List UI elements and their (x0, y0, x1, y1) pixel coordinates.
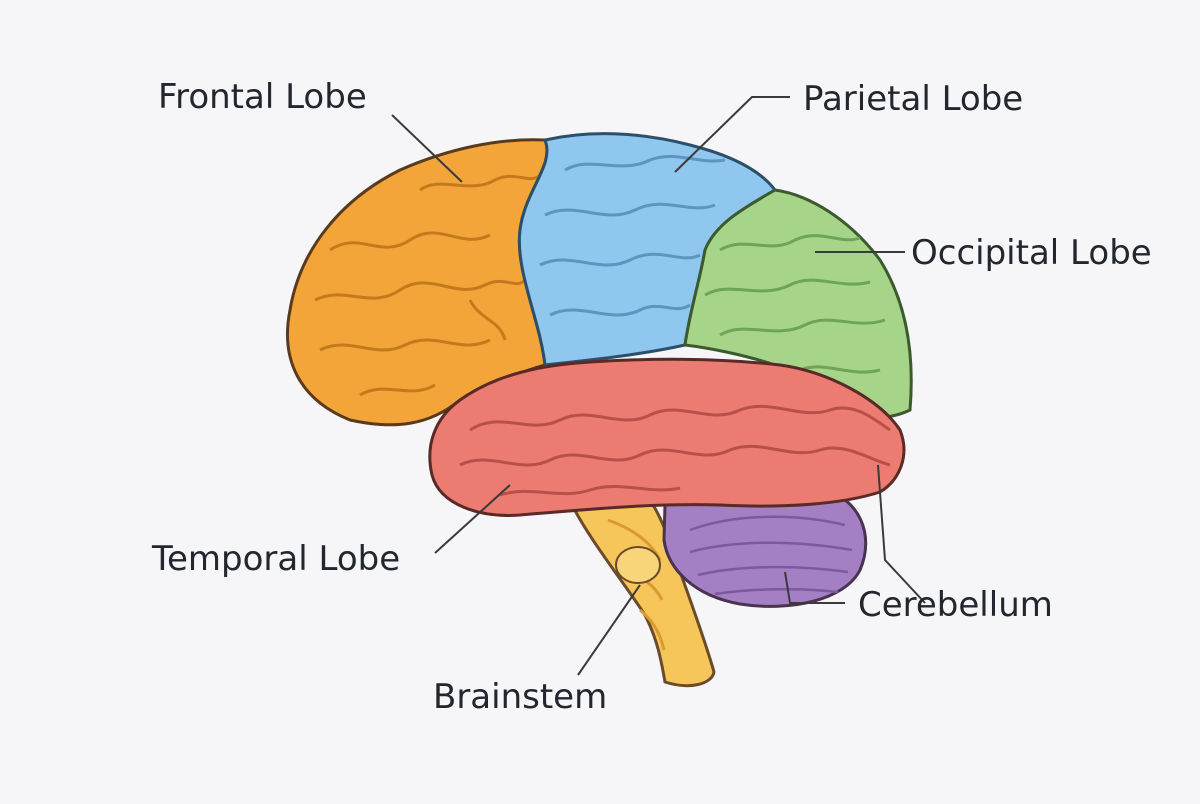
leader-lines (391, 96, 926, 676)
parietal-leader-line (674, 96, 790, 173)
cerebellum-leader-line-2 (784, 571, 845, 604)
brainstem-label: Brainstem (433, 677, 608, 717)
parietal-lobe-label: Parietal Lobe (803, 79, 1024, 119)
brainstem-region (569, 498, 716, 688)
frontal-leader-line (391, 114, 463, 183)
cerebellum-leader-line (877, 464, 926, 604)
cerebellum-label: Cerebellum (858, 585, 1053, 625)
temporal-leader-line (434, 484, 511, 554)
occipital-lobe-label: Occipital Lobe (911, 233, 1152, 273)
frontal-lobe-label: Frontal Lobe (158, 77, 367, 117)
occipital-lobe-region (683, 188, 913, 419)
temporal-lobe-label: Temporal Lobe (152, 539, 401, 579)
brainstem-leader-line (577, 584, 641, 676)
